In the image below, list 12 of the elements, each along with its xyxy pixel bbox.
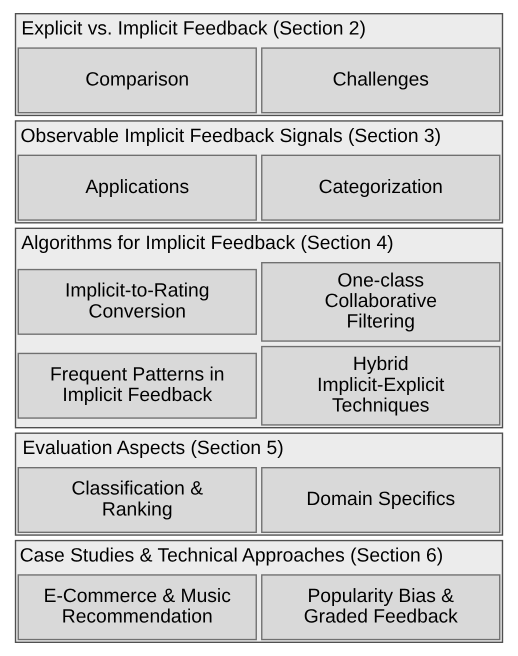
- node-box: Applications: [18, 154, 257, 221]
- node-box: Challenges: [261, 47, 500, 114]
- node-box: E-Commerce & Music Recommendation: [18, 574, 257, 640]
- node-box: Comparison: [18, 47, 257, 114]
- node-box: Domain Specifics: [261, 466, 500, 533]
- node-box: Classification & Ranking: [18, 466, 257, 533]
- node-box: Hybrid Implicit-Explicit Techniques: [261, 346, 500, 426]
- node-box: Frequent Patterns in Implicit Feedback: [18, 352, 257, 419]
- node-box: Popularity Bias & Graded Feedback: [261, 574, 500, 640]
- node-box: One-class Collaborative Filtering: [261, 262, 500, 342]
- node-box: Implicit-to-Rating Conversion: [18, 268, 257, 335]
- node-box: Categorization: [261, 154, 500, 221]
